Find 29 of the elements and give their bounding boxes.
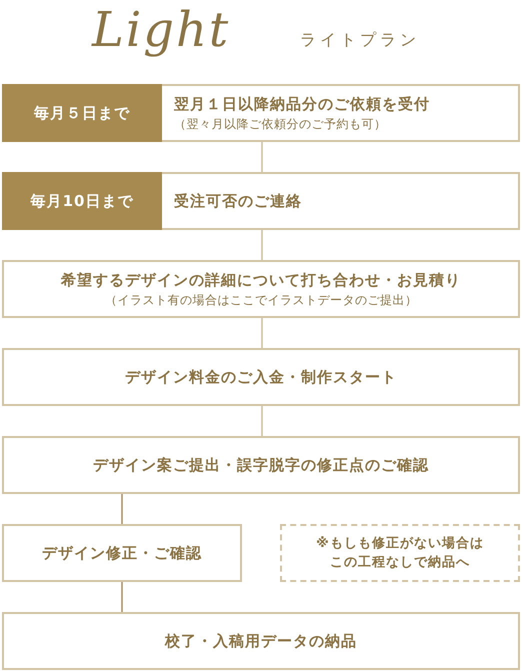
connector-line (261, 142, 263, 172)
deadline-tag: 毎月10日まで (2, 172, 162, 230)
connector-line (121, 494, 123, 524)
note-text: （翌々月以降ご依頼分のご予約も可） (174, 116, 386, 133)
step-text: デザイン修正・ご確認 (42, 542, 202, 564)
step-box (2, 436, 520, 494)
connector-line (261, 318, 263, 348)
step-box (2, 172, 520, 230)
step-text: この工程なしで納品へ (330, 554, 470, 572)
subtitle: ライトプラン (300, 30, 420, 51)
connector-line (261, 230, 263, 260)
note-box (280, 524, 520, 582)
step-box (2, 524, 242, 582)
step-text: 校了・入稿用データの納品 (165, 630, 357, 652)
step-box (2, 84, 520, 142)
step-text: 翌月１日以降納品分のご依頼を受付 (174, 94, 430, 116)
connector-line (261, 406, 263, 436)
step-box (2, 348, 520, 406)
step-text: 受注可否のご連絡 (174, 190, 302, 212)
step-text: 希望するデザインの詳細について打ち合わせ・お見積り (61, 270, 461, 292)
note-text: （イラスト有の場合はここでイラストデータのご提出） (104, 292, 418, 309)
step-text: ※もしも修正がない場合は (316, 534, 484, 552)
step-box (2, 612, 520, 670)
step-box (2, 260, 520, 318)
connector-line (121, 582, 123, 612)
step-text: デザイン案ご提出・誤字脱字の修正点のご確認 (93, 454, 429, 476)
deadline-tag: 毎月５日まで (2, 84, 162, 142)
script-title: Light (92, 2, 230, 58)
step-text: デザイン料金のご入金・制作スタート (125, 366, 397, 388)
